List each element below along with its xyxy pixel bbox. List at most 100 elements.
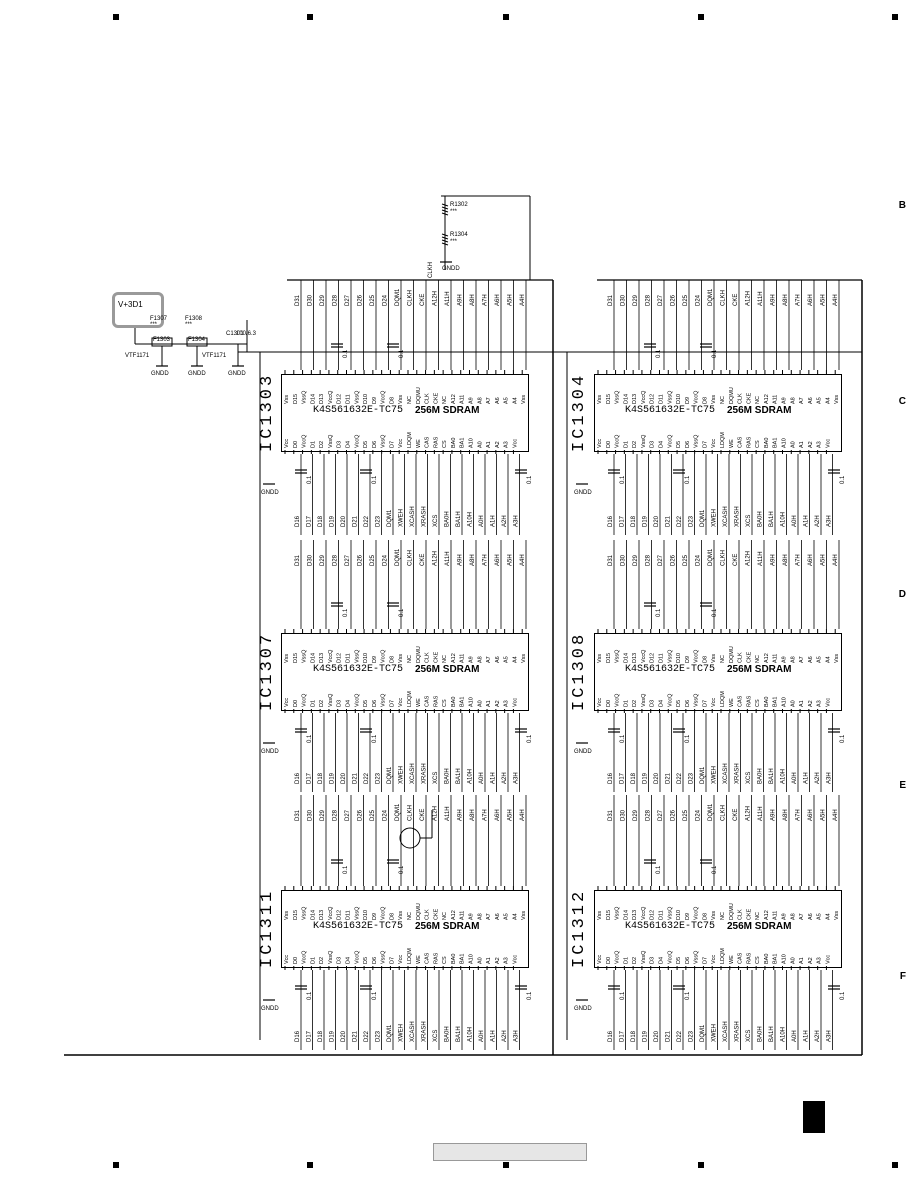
net-label-bottom: D20 [654, 772, 660, 784]
pin-label-bottom: LDQM [407, 691, 413, 707]
pin-label-top: A6 [808, 397, 814, 404]
pin-label-bottom: Vcc [825, 439, 831, 448]
pin-label-top: A12 [764, 394, 770, 404]
pin-label-bottom: VssQ [328, 693, 334, 707]
net-label-top: A9H [458, 809, 464, 821]
pin-label-top: VccQ [328, 649, 334, 663]
net-label-top: D31 [608, 809, 614, 821]
cap-value: 0.1 [712, 349, 718, 358]
net-label-top: CKE [733, 294, 739, 306]
pin-label-bottom: VccQ [302, 693, 308, 707]
pin-label-top: DQMU [416, 387, 422, 404]
pin-label-top: A4 [825, 397, 831, 404]
net-label-bottom: D16 [295, 1030, 301, 1042]
pin-label-top: Vss [597, 395, 603, 404]
net-label-top: CLKH [408, 805, 414, 821]
net-label-bottom: D17 [620, 515, 626, 527]
pin-label-top: D11 [346, 394, 352, 404]
pin-label-top: Vss [398, 911, 404, 920]
net-label-top: DQM1 [395, 548, 401, 566]
net-label-bottom: XRASH [422, 763, 428, 784]
cap-value: 0.1 [343, 608, 349, 617]
net-label-top: D30 [621, 809, 627, 821]
net-label-top: D30 [308, 294, 314, 306]
net-label-bottom: XWEH [399, 1024, 405, 1042]
net-label-bottom: D22 [364, 515, 370, 527]
net-label-bottom: A2H [815, 515, 821, 527]
pin-label-bottom: CAS [425, 952, 431, 964]
pin-label-bottom: BA0 [764, 954, 770, 964]
net-label-top: A8H [783, 294, 789, 306]
net-label-top: A7H [796, 554, 802, 566]
net-label-top: A8H [470, 554, 476, 566]
pin-label-top: D10 [363, 394, 369, 404]
pin-label-bottom: A10 [782, 954, 788, 964]
pin-label-bottom: LDQM [720, 948, 726, 964]
net-label-bottom: D20 [341, 772, 347, 784]
pin-label-top: Vss [834, 395, 840, 404]
chip-body [281, 374, 529, 452]
cap-value: 0.1 [307, 734, 313, 743]
net-label-top: A7H [483, 294, 489, 306]
net-label-bottom: A1H [491, 772, 497, 784]
cap-value: 0.1 [372, 734, 378, 743]
pin-label-bottom: VssQ [694, 950, 700, 964]
net-label-top: A7H [796, 294, 802, 306]
cap-value: 0.1 [712, 865, 718, 874]
pin-label-bottom: LDQM [407, 948, 413, 964]
pin-label-bottom: VssQ [381, 950, 387, 964]
cap-value: 0.1 [399, 865, 405, 874]
pin-label-bottom: A0 [477, 700, 483, 707]
pin-label-top: Vss [521, 911, 527, 920]
pin-label-top: A11 [773, 654, 779, 663]
pin-label-top: D11 [659, 653, 665, 663]
pin-label-top: D11 [346, 910, 352, 920]
chip-ref: IC1308 [570, 631, 589, 711]
pin-label-bottom: D1 [623, 700, 629, 707]
net-label-bottom: XRASH [735, 1021, 741, 1042]
pin-label-top: D11 [659, 910, 665, 920]
pin-label-bottom: CS [442, 440, 448, 448]
pin-label-bottom: D6 [372, 957, 378, 964]
pin-label-bottom: D2 [632, 700, 638, 707]
resistor-zigzag [441, 236, 449, 240]
pin-label-top: A12 [764, 910, 770, 920]
net-label-top: CLKH [721, 550, 727, 566]
net-label-bottom: XCASH [723, 506, 729, 527]
net-label-bottom: D21 [353, 772, 359, 784]
pin-label-top: A7 [799, 656, 805, 663]
net-label-bottom: D18 [318, 1030, 324, 1042]
net-label-top: A5H [508, 294, 514, 306]
net-label-top: A7H [483, 554, 489, 566]
cap-value: 0.1 [372, 991, 378, 1000]
net-label-top: A11H [445, 551, 451, 566]
net-label-top: D28 [333, 809, 339, 821]
pin-label-top: VssQ [302, 906, 308, 920]
pin-label-top: VssQ [615, 649, 621, 663]
pin-label-top: VssQ [302, 390, 308, 404]
pin-label-bottom: D4 [346, 441, 352, 448]
pin-label-top: A11 [773, 395, 779, 404]
chip-capacity: 256M SDRAM [727, 664, 792, 675]
chip-body [594, 890, 842, 968]
pin-label-top: A5 [817, 913, 823, 920]
net-label-bottom: BA1H [769, 1026, 775, 1042]
pin-label-bottom: Vcc [711, 955, 717, 964]
pin-label-bottom: D0 [606, 957, 612, 964]
pin-label-bottom: CAS [425, 695, 431, 707]
pin-label-bottom: VccQ [615, 950, 621, 964]
net-label-bottom: D23 [376, 772, 382, 784]
pin-label-top: VssQ [615, 390, 621, 404]
pin-label-top: D8 [389, 913, 395, 920]
net-label-top: D28 [646, 294, 652, 306]
net-label-top: D26 [671, 809, 677, 821]
net-label-bottom: D17 [307, 515, 313, 527]
pin-label-bottom: VssQ [641, 434, 647, 448]
net-label-top: A11H [758, 806, 764, 821]
net-label-top: A12H [433, 551, 439, 566]
pin-label-bottom: A10 [469, 697, 475, 707]
pin-label-top: A4 [512, 913, 518, 920]
pin-label-top: A9 [469, 397, 475, 404]
pin-label-bottom: A1 [799, 700, 805, 707]
net-label-bottom: DQM1 [387, 1024, 393, 1042]
